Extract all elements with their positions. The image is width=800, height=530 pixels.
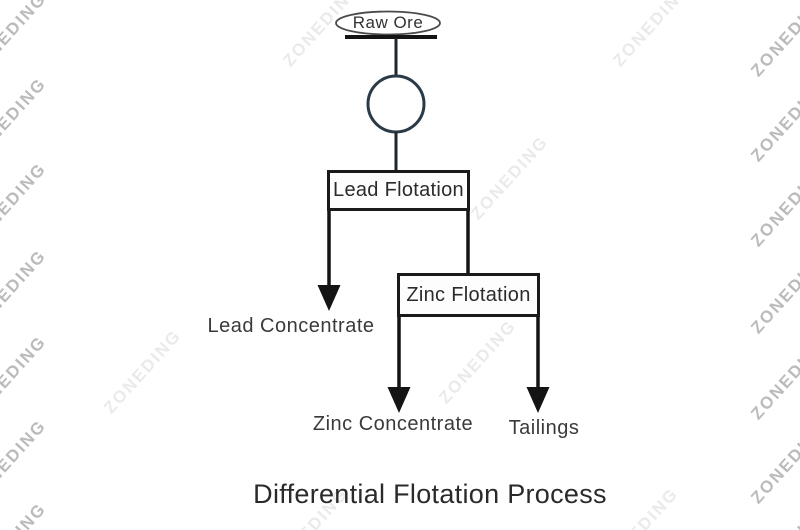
lead-flotation-label: Lead Flotation bbox=[333, 179, 464, 201]
zinc-flotation-box: Zinc Flotation bbox=[397, 273, 540, 317]
arrowhead-zinc-concentrate bbox=[387, 387, 411, 413]
raw-ore-ellipse bbox=[335, 10, 441, 36]
arrowhead-tailings bbox=[526, 387, 550, 413]
zinc-concentrate-label: Zinc Concentrate bbox=[312, 413, 474, 435]
conditioner-circle bbox=[366, 74, 426, 134]
lead-flotation-box: Lead Flotation bbox=[327, 170, 470, 211]
zinc-flotation-label: Zinc Flotation bbox=[406, 283, 531, 306]
diagram-title: Differential Flotation Process bbox=[253, 479, 607, 509]
arrowhead-lead-concentrate bbox=[317, 285, 341, 311]
lead-concentrate-label: Lead Concentrate bbox=[207, 315, 375, 337]
tailings-label: Tailings bbox=[508, 417, 580, 439]
raw-ore-label: Raw Ore bbox=[352, 13, 424, 32]
